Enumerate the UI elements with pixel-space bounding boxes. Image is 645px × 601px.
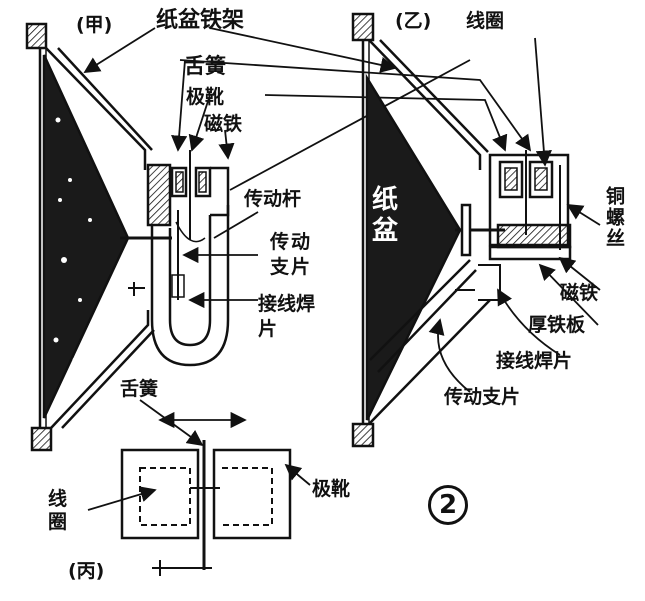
figure-number: 2 [428,485,468,525]
frame-block-top-a [25,22,48,50]
leaders-yi [428,37,601,393]
label-pole-shoe: 极靴 [186,86,225,108]
label-pole-shoe-c: 极靴 [312,478,351,500]
cone-a [42,54,130,419]
label-reed-c: 舌簧 [120,378,159,400]
label-reed-top: 舌簧 [184,54,226,78]
panel-label-yi: (乙) [395,10,432,32]
u-magnet-a [150,205,230,367]
leaders-jia [83,27,532,309]
label-drive-support-a: 传动支片 [270,231,313,278]
magnet-block-a [146,163,172,227]
label-cone-text: 纸盆 [372,185,401,247]
coil-frame-c [120,448,200,540]
panel-yi [351,12,572,448]
panel-jia [25,22,230,452]
label-drive-rod: 传动杆 [244,188,302,210]
label-thick-plate: 厚铁板 [528,314,586,336]
frame-block-bottom-b [351,422,375,448]
panel-bing [120,440,292,576]
frame-block-bottom-a [30,426,53,452]
panel-label-jia: (甲) [76,14,113,36]
label-solder-tab-b: 接线焊片 [496,350,573,372]
label-coil-c: 线圈 [48,488,68,533]
frame-block-top-b [351,12,375,42]
label-coil-b: 线圈 [466,10,505,32]
label-copper-screw: 铜螺丝 [603,186,625,249]
label-magnet-b: 磁铁 [560,282,599,304]
panel-label-bing: (丙) [68,560,105,582]
label-cone-frame: 纸盆铁架 [156,8,245,33]
label-magnet-a: 磁铁 [204,113,243,135]
label-drive-support-b: 传动支片 [444,386,521,408]
leaders-bing [87,399,311,511]
cone-b [365,73,462,421]
label-solder-tab-a: 接线焊片 [258,293,316,340]
